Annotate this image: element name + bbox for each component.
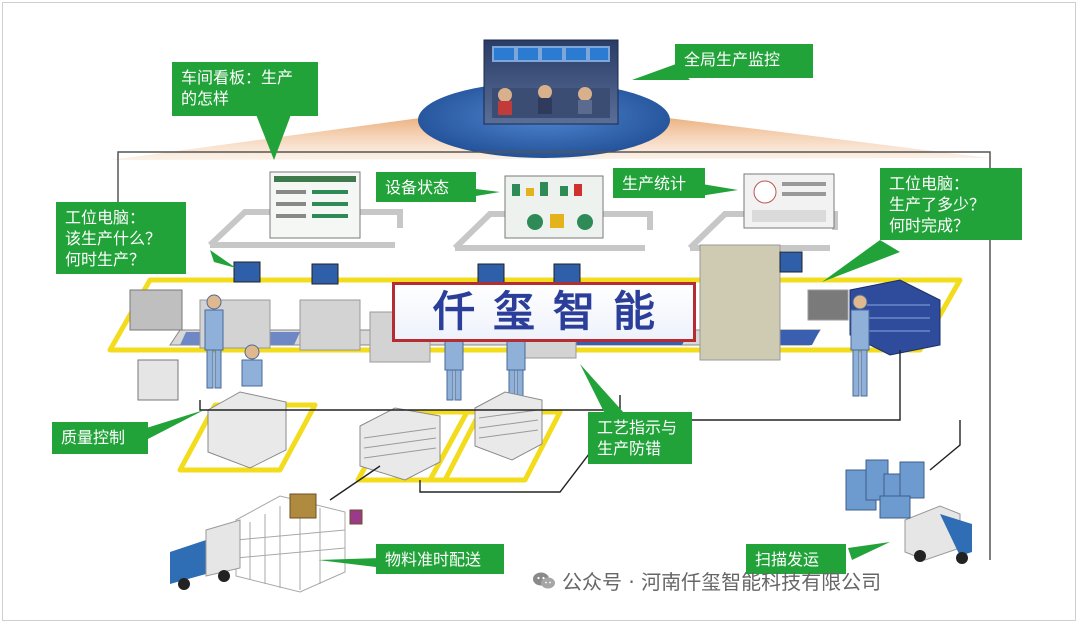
left-machine [129, 289, 183, 401]
board-screen-1 [269, 171, 361, 239]
blue-rack [849, 279, 941, 356]
callout-process-guidance: 工艺指示与 生产防错 [588, 412, 692, 464]
cable-routing [199, 350, 961, 501]
callout-material-delivery: 物料准时配送 [376, 544, 504, 574]
workers [204, 294, 870, 403]
control-room-photo [483, 39, 619, 125]
watermark-text: 公众号 · 河南仟玺智能科技有限公司 [562, 570, 882, 594]
callout-equipment-status: 设备状态 [376, 172, 476, 202]
callout-station-pc-right: 工位电脑： 生产了多少？ 何时完成？ [880, 168, 1022, 240]
board-screen-2 [504, 175, 604, 239]
callout-global-monitor: 全局生产监控 [675, 44, 813, 78]
callout-quality-control: 质量控制 [52, 422, 148, 454]
callout-scan-dispatch: 扫描发运 [746, 544, 846, 574]
callout-workshop-board: 车间看板：生产 的怎样 [172, 62, 318, 116]
warehouse-rack [235, 495, 346, 593]
wechat-icon [533, 572, 555, 589]
company-banner: 仟玺智能 [392, 282, 696, 342]
truck-left [170, 519, 241, 590]
carts [207, 391, 543, 481]
callout-production-stats: 生产统计 [613, 168, 705, 198]
board-screen-3 [743, 173, 835, 229]
truck-right [904, 505, 972, 564]
city-buildings [845, 459, 925, 519]
callout-station-pc-left: 工位电脑： 该生产什么？ 何时生产？ [56, 202, 186, 274]
pallet-boxes [289, 493, 363, 525]
room-outline [117, 151, 991, 560]
